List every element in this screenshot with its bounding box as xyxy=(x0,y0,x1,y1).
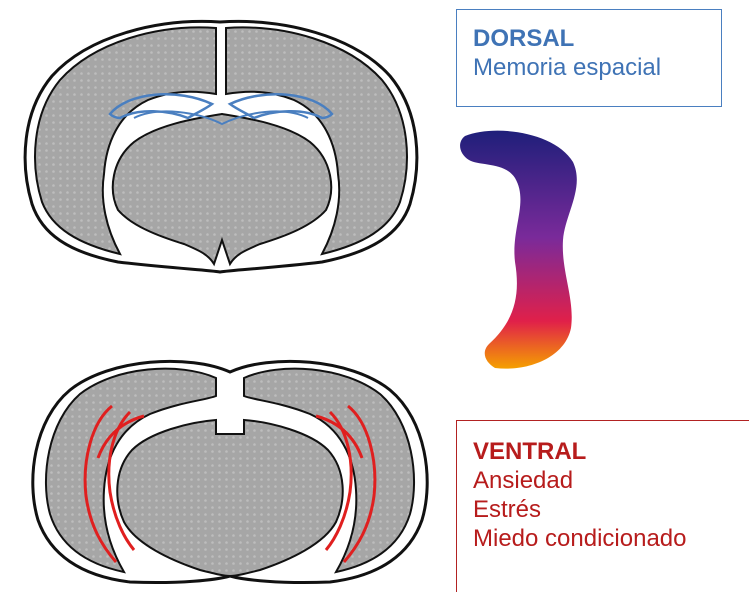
ventral-function-fear: Miedo condicionado xyxy=(473,524,749,553)
dorsal-brain-section xyxy=(8,14,438,276)
ventral-title: VENTRAL xyxy=(473,437,749,466)
ventral-label-box: VENTRAL Ansiedad Estrés Miedo condiciona… xyxy=(456,420,749,592)
dorsal-function: Memoria espacial xyxy=(473,53,721,82)
ventral-function-anxiety: Ansiedad xyxy=(473,466,749,495)
dorsal-title: DORSAL xyxy=(473,24,721,53)
ventral-brain-section xyxy=(20,350,440,586)
dorsoventral-gradient xyxy=(455,122,595,374)
ventral-function-stress: Estrés xyxy=(473,495,749,524)
dorsal-label-box: DORSAL Memoria espacial xyxy=(456,9,722,107)
